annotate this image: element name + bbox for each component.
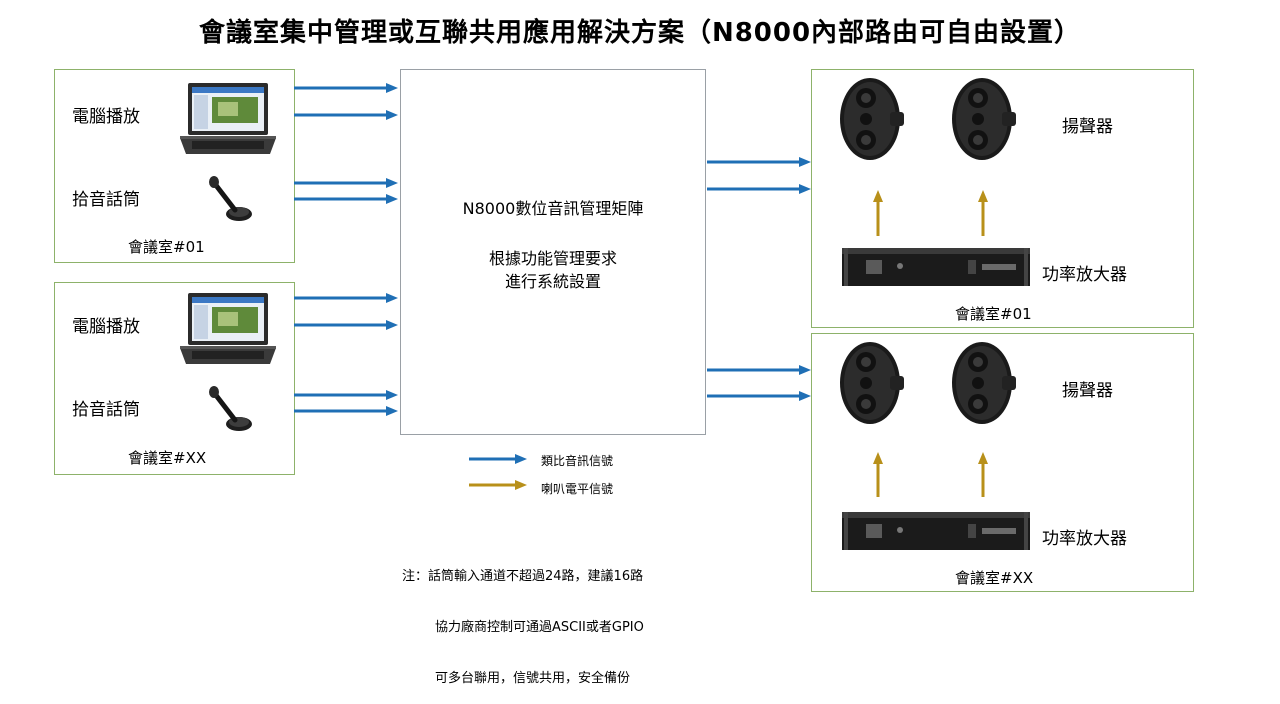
speaker-level-arrow bbox=[978, 452, 988, 497]
analog-input-arrow bbox=[294, 178, 398, 188]
legend-analog-label: 類比音訊信號 bbox=[541, 454, 614, 468]
matrix-desc-line1: 根據功能管理要求 bbox=[488, 249, 617, 268]
diagram-title: 會議室集中管理或互聯共用應用解決方案（N8000內部路由可自由設置） bbox=[198, 18, 1082, 48]
speaker-level-arrow bbox=[873, 190, 883, 236]
analog-output-arrow bbox=[707, 157, 811, 167]
pc-playback-label-xx: 電腦播放 bbox=[72, 317, 140, 337]
speaker-icon bbox=[840, 78, 904, 160]
analog-input-arrow bbox=[294, 320, 398, 330]
analog-output-arrow bbox=[707, 184, 811, 194]
note-line-1: 注：話筒輸入通道不超過24路，建議16路 bbox=[402, 569, 644, 584]
matrix-title: N8000數位音訊管理矩陣 bbox=[462, 199, 644, 218]
analog-input-arrow bbox=[294, 83, 398, 93]
signal-arrows bbox=[294, 83, 988, 497]
right-room-xx-label: 會議室#XX bbox=[955, 569, 1034, 587]
analog-input-arrow bbox=[294, 194, 398, 204]
analog-output-arrow bbox=[707, 365, 811, 375]
matrix-desc-line2: 進行系統設置 bbox=[504, 272, 601, 291]
pickup-mic-label-xx: 拾音話筒 bbox=[72, 400, 140, 420]
microphone-icon bbox=[209, 386, 252, 431]
amplifier-label-xx: 功率放大器 bbox=[1042, 529, 1127, 549]
analog-input-arrow bbox=[294, 406, 398, 416]
legend-speaker-level-arrow bbox=[469, 480, 527, 490]
speaker-label-01: 揚聲器 bbox=[1062, 117, 1113, 137]
laptop-icon bbox=[180, 83, 276, 154]
laptop-icon bbox=[180, 293, 276, 364]
speaker-label-xx: 揚聲器 bbox=[1062, 381, 1113, 401]
speaker-icon bbox=[840, 342, 904, 424]
note-line-3: 可多台聯用，信號共用，安全備份 bbox=[435, 671, 631, 686]
left-room-xx-label: 會議室#XX bbox=[128, 449, 207, 467]
amplifier-icon bbox=[842, 248, 1030, 286]
speaker-icon bbox=[952, 342, 1016, 424]
speaker-level-arrow bbox=[978, 190, 988, 236]
analog-input-arrow bbox=[294, 110, 398, 120]
left-room-01-label: 會議室#01 bbox=[128, 238, 205, 256]
amplifier-label-01: 功率放大器 bbox=[1042, 265, 1127, 285]
speaker-level-arrow bbox=[873, 452, 883, 497]
pickup-mic-label-01: 拾音話筒 bbox=[72, 190, 140, 210]
amplifier-icon bbox=[842, 512, 1030, 550]
analog-input-arrow bbox=[294, 390, 398, 400]
analog-input-arrow bbox=[294, 293, 398, 303]
microphone-icon bbox=[209, 176, 252, 221]
speaker-icon bbox=[952, 78, 1016, 160]
analog-output-arrow bbox=[707, 391, 811, 401]
note-line-2: 協力廠商控制可通過ASCII或者GPIO bbox=[435, 620, 644, 635]
matrix-box bbox=[400, 69, 706, 435]
legend-analog-arrow bbox=[469, 454, 527, 464]
right-room-01-label: 會議室#01 bbox=[955, 305, 1032, 323]
legend-speaker-level-label: 喇叭電平信號 bbox=[541, 482, 614, 496]
pc-playback-label-01: 電腦播放 bbox=[72, 107, 140, 127]
